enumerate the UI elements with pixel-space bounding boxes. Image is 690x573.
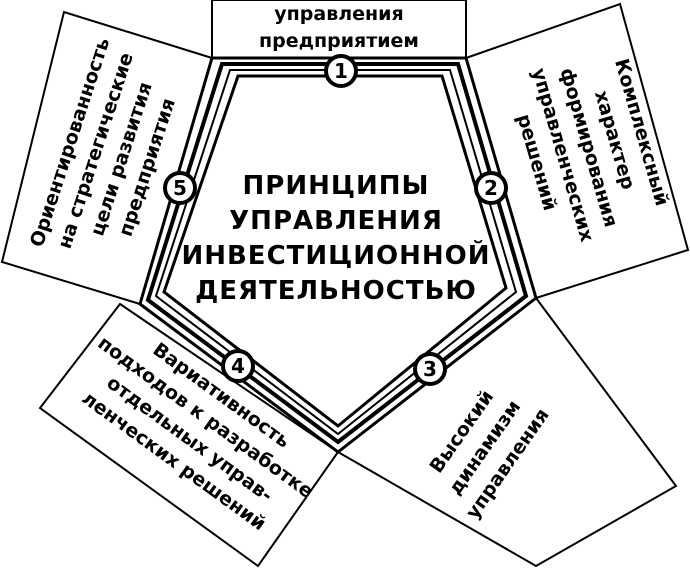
center-title: ПРИНЦИПЫ УПРАВЛЕНИЯ ИНВЕСТИЦИОННОЙ ДЕЯТЕ… — [181, 171, 490, 306]
box-1-line-2: предприятием — [259, 30, 419, 52]
center-line-3: ИНВЕСТИЦИОННОЙ — [181, 239, 490, 271]
badge-1: 1 — [324, 54, 358, 88]
center-line-1: ПРИНЦИПЫ — [243, 171, 430, 201]
box-principle-3: Высокий динамизм управления — [336, 296, 678, 568]
badge-4: 4 — [221, 349, 255, 383]
center-line-2: УПРАВЛЕНИЯ — [229, 206, 443, 236]
badge-3-number: 3 — [423, 357, 437, 381]
center-line-4: ДЕЯТЕЛЬНОСТЬЮ — [195, 276, 477, 306]
badge-4-number: 4 — [231, 354, 245, 378]
box-principle-2: Комплексный характер формирования управл… — [464, 2, 690, 300]
badge-2: 2 — [474, 171, 508, 205]
badge-2-number: 2 — [484, 176, 498, 200]
box-principle-4: Вариативность подходов к разработке отде… — [38, 302, 340, 568]
box-principle-1: управления предприятием — [211, 0, 467, 59]
badge-5-number: 5 — [173, 176, 187, 200]
badge-3: 3 — [413, 352, 447, 386]
box-principle-5: Ориентированность на стратегические цели… — [0, 10, 214, 306]
box-1-line-1: управления — [274, 3, 403, 25]
badge-1-number: 1 — [334, 59, 348, 83]
badge-5: 5 — [163, 171, 197, 205]
